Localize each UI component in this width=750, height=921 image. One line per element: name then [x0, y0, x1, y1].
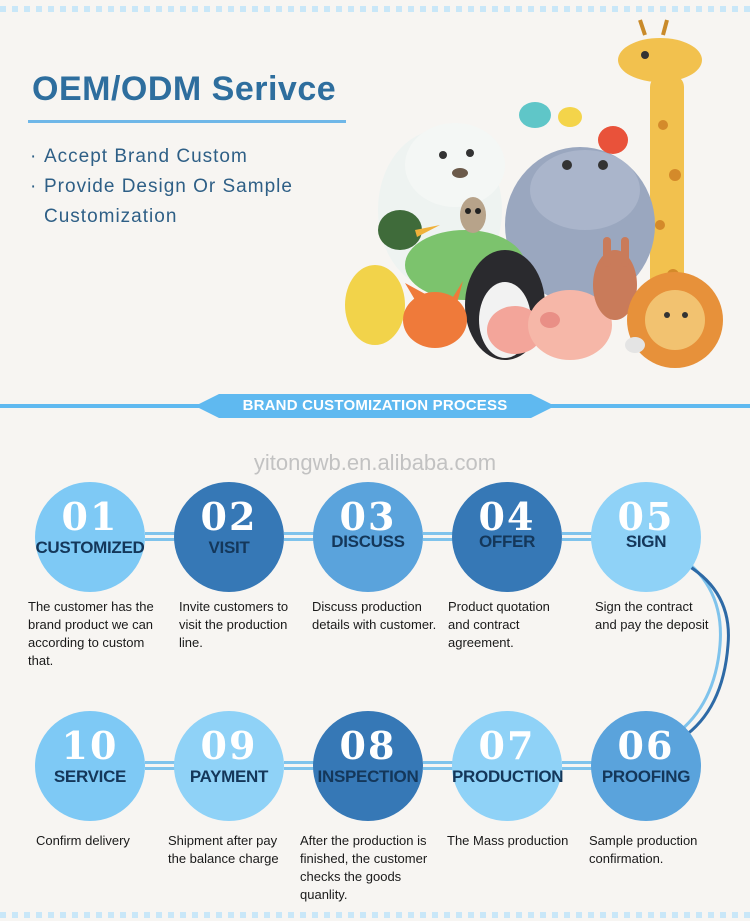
- step-label: SIGN: [625, 532, 667, 551]
- top-dashed-border: [0, 6, 750, 12]
- feature-text: Accept Brand Custom: [44, 146, 248, 167]
- watermark: yitongwb.en.alibaba.com: [253, 450, 497, 475]
- step-connector: [145, 760, 175, 772]
- step-number: 02: [200, 494, 258, 539]
- title-underline: [28, 120, 346, 123]
- step-connector: [145, 531, 175, 543]
- feature-list: · Accept Brand Custom · Provide Design O…: [30, 142, 293, 232]
- step-label: PROOFING: [601, 767, 691, 786]
- step-10-description: Confirm delivery: [36, 833, 130, 848]
- step-label: CUSTOMIZED: [35, 538, 145, 557]
- bullet-dot: ·: [30, 146, 38, 167]
- feature-item-1: · Accept Brand Custom: [30, 142, 293, 172]
- step-02-description: Invite customers to visit the production…: [179, 599, 289, 650]
- step-number: 07: [478, 723, 536, 768]
- step-05-circle: 05 SIGN: [591, 482, 701, 592]
- feature-item-2: · Provide Design Or Sample: [30, 172, 293, 202]
- step-10-circle: 10 SERVICE: [35, 711, 145, 821]
- bullet-dot: ·: [30, 176, 38, 197]
- page-title: OEM/ODM Serivce: [32, 70, 337, 108]
- feature-text: Provide Design Or Sample: [44, 176, 293, 197]
- step-connector: [284, 531, 314, 543]
- step-number: 01: [61, 494, 119, 539]
- step-06-description: Sample production confirmation.: [589, 833, 698, 866]
- step-07-circle: 07 PRODUCTION: [452, 711, 564, 821]
- process-banner-shape: [195, 394, 555, 418]
- step-01-circle: 01 CUSTOMIZED: [35, 482, 145, 592]
- step-number: 10: [61, 723, 119, 768]
- step-04-description: Product quotation and contract agreement…: [448, 599, 550, 650]
- bottom-dashed-border: [0, 912, 750, 918]
- step-number: 06: [617, 723, 675, 768]
- step-06-circle: 06 PROOFING: [591, 711, 701, 821]
- step-label: PAYMENT: [189, 767, 269, 786]
- process-return-arc: [674, 551, 730, 740]
- step-connector: [284, 760, 314, 772]
- step-label: DISCUSS: [331, 532, 405, 551]
- step-number: 04: [478, 494, 536, 539]
- step-connector: [562, 531, 592, 543]
- plush-animals-illustration: [345, 19, 723, 368]
- step-08-description: After the production is finished, the cu…: [300, 833, 428, 902]
- step-03-description: Discuss production details with customer…: [312, 599, 437, 632]
- step-09-description: Shipment after pay the balance charge: [168, 833, 279, 866]
- step-label: PRODUCTION: [452, 767, 564, 786]
- step-number: 08: [339, 723, 397, 768]
- step-connector: [423, 760, 453, 772]
- step-connector: [562, 760, 592, 772]
- step-07-description: The Mass production: [447, 833, 569, 848]
- step-number: 05: [617, 494, 675, 539]
- step-01-description: The customer has the brand product we ca…: [28, 599, 154, 668]
- step-09-circle: 09 PAYMENT: [174, 711, 284, 821]
- step-connector: [423, 531, 453, 543]
- step-number: 09: [200, 723, 258, 768]
- process-banner-title: BRAND CUSTOMIZATION PROCESS: [242, 397, 508, 414]
- step-label: OFFER: [478, 532, 536, 551]
- step-label: INSPECTION: [317, 767, 419, 786]
- step-02-circle: 02 VISIT: [174, 482, 284, 592]
- step-04-circle: 04 OFFER: [452, 482, 562, 592]
- step-08-circle: 08 INSPECTION: [313, 711, 423, 821]
- step-number: 03: [339, 494, 397, 539]
- step-05-description: Sign the contract and pay the deposit: [595, 599, 709, 632]
- step-label: SERVICE: [53, 767, 127, 786]
- feature-text-continued: Customization: [44, 206, 178, 227]
- step-03-circle: 03 DISCUSS: [313, 482, 423, 592]
- step-label: VISIT: [208, 538, 250, 557]
